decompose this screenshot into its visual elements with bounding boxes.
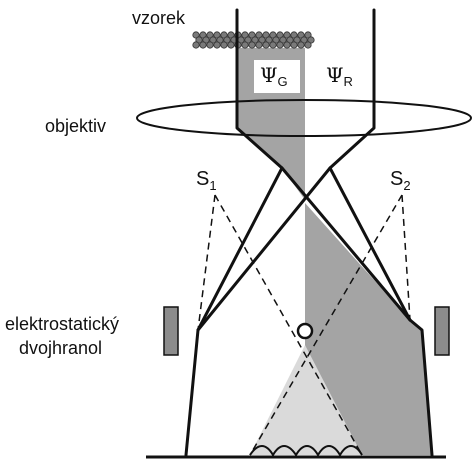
interference-fringes [249, 445, 363, 457]
sample-atoms [192, 31, 315, 49]
s2-dash-left [249, 194, 403, 456]
crossed-beam-region [305, 203, 432, 455]
psi-g-box [254, 60, 300, 93]
sample-atom [248, 41, 256, 49]
label-s2: S2 [390, 168, 411, 193]
label-objective: objektiv [45, 116, 106, 136]
sample-atom [283, 41, 291, 49]
sample-atom [220, 41, 228, 49]
sample-atom [192, 41, 200, 49]
sample-atom [241, 41, 249, 49]
s2-dash-right [401, 194, 411, 321]
label-s1: S1 [196, 168, 217, 193]
label-psi-g: ΨG [260, 63, 288, 89]
sample-atom [290, 41, 298, 49]
label-sample: vzorek [132, 8, 186, 28]
sample-atom [199, 41, 207, 49]
left-electrode [163, 306, 179, 356]
right-electrode [434, 306, 450, 356]
label-biprism-line2: dvojhranol [19, 338, 102, 358]
crossing-ray-2 [196, 166, 332, 332]
sample-atom [304, 41, 312, 49]
s1-dash-left [197, 194, 216, 331]
right-beam-edge [328, 8, 434, 457]
sample-atom [269, 41, 277, 49]
sample-atom [213, 41, 221, 49]
sample-atom [227, 41, 235, 49]
label-biprism-line1: elektrostatický [5, 314, 119, 334]
sample-atom [276, 41, 284, 49]
s1-dash-right [214, 194, 363, 456]
sample-atom [297, 41, 305, 49]
label-psi-r: ΨR [326, 63, 353, 89]
biprism-wire [296, 322, 314, 340]
overlap-region [250, 345, 362, 455]
sample-atom [206, 41, 214, 49]
crossing-ray-1 [280, 166, 412, 322]
sample-atom [262, 41, 270, 49]
sample-atom [255, 41, 263, 49]
objective-lens [136, 99, 472, 137]
